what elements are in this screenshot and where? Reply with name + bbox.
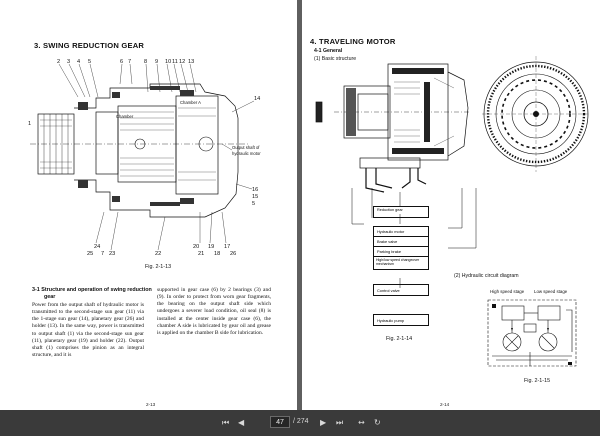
section-title-swing: 3. SWING REDUCTION GEAR (34, 41, 145, 50)
callout-number: 5 (252, 201, 255, 207)
flow-box-label: Reduction gear (377, 208, 403, 212)
callout-number: 14 (254, 96, 260, 102)
section-title-traveling: 4. TRAVELING MOTOR (310, 37, 396, 46)
flow-box-control-valve: Control valve (373, 284, 429, 296)
traveling-motor-end-view (482, 56, 590, 172)
left-page: 3. SWING REDUCTION GEAR 2 3 4 5 6 7 8 9 … (0, 0, 297, 410)
paragraph-col2: supported in gear case (6) by 2 bearings… (157, 287, 271, 336)
right-page: 4. TRAVELING MOTOR 4-1 General (1) Basic… (302, 0, 600, 410)
subsection-general: 4-1 General (314, 48, 343, 54)
flow-connectors (351, 188, 477, 288)
chamber-b-label: Chamber (116, 114, 134, 119)
callout-number: 13 (188, 59, 194, 65)
prev-page-icon[interactable]: ◀ (238, 418, 245, 427)
rotate-icon[interactable]: ↻ (374, 418, 381, 427)
first-page-icon[interactable]: ⏮ (222, 418, 230, 427)
output-shaft-note: Output shaft of (232, 145, 260, 150)
flow-box-stack: Hydraulic motor Brake valve Parking brak… (373, 226, 429, 270)
callout-number: 4 (77, 59, 80, 65)
output-shaft-note: hydraulic motor (232, 151, 261, 156)
next-page-icon[interactable]: ▶ (320, 418, 327, 427)
page-number: 2-13 (146, 402, 156, 407)
subsection-heading-line: 3-1 Structure and operation of swing red… (32, 287, 152, 293)
flow-box-parking-brake: Parking brake (374, 247, 429, 257)
callout-number: 17 (224, 244, 230, 250)
swing-reduction-gear-diagram: 2 3 4 5 6 7 8 9 10 11 12 13 1 14 16 15 5… (28, 59, 261, 257)
callout-number: 3 (67, 59, 70, 65)
callout-number: 15 (252, 194, 258, 200)
figure-label-2-1-13: Fig. 2-1-13 (145, 264, 172, 270)
callout-number: 26 (230, 251, 236, 257)
figure-label-2-1-14: Fig. 2-1-14 (386, 336, 413, 342)
basic-structure-label: (1) Basic structure (314, 56, 357, 62)
high-speed-stage-label: High speed stage (490, 289, 525, 294)
callout-number: 16 (252, 187, 258, 193)
callout-number: 19 (208, 244, 214, 250)
callout-number: 25 (87, 251, 93, 257)
flow-box-brake-valve: Brake valve (374, 237, 429, 247)
callout-number: 20 (193, 244, 199, 250)
hydraulic-circuit-diagram (487, 299, 577, 367)
callout-number: 10 (165, 59, 171, 65)
subsection-heading: 3-1 Structure and operation of swing red… (32, 287, 152, 301)
pdf-viewer-toolbar: ⏮ ◀ / 274 ▶ ⏭ ↔ ↻ (0, 410, 600, 436)
last-page-icon[interactable]: ⏭ (336, 418, 344, 427)
callout-number: 1 (28, 121, 31, 127)
callout-number: 23 (109, 251, 115, 257)
traveling-motor-section-diagram (315, 63, 470, 193)
callout-number: 2 (57, 59, 60, 65)
callout-number: 12 (179, 59, 185, 65)
callout-number: 11 (172, 59, 178, 65)
callout-number: 24 (94, 244, 100, 250)
callout-number: 6 (120, 59, 123, 65)
callout-number: 7 (128, 59, 131, 65)
chamber-a-label: Chamber A (180, 100, 201, 105)
flow-box-hydraulic-motor: Hydraulic motor (374, 227, 429, 237)
low-speed-stage-label: Low speed stage (534, 289, 568, 294)
subsection-heading-line: gear (44, 294, 56, 300)
flow-box-reduction-gear: Reduction gear (373, 206, 429, 218)
page-total-label: / 274 (293, 418, 309, 425)
fit-width-icon[interactable]: ↔ (358, 418, 365, 427)
paragraph-col1: Power from the output shaft of hydraulic… (32, 302, 144, 359)
flow-box-hydraulic-pump: Hydraulic pump (373, 314, 429, 326)
page-number: 2-14 (440, 402, 450, 407)
callout-number: 7 (101, 251, 104, 257)
hydraulic-circuit-label: (2) Hydraulic circuit diagram (454, 273, 519, 279)
page-number-input[interactable] (270, 416, 290, 428)
callout-number: 21 (198, 251, 204, 257)
flow-box-speed-changeover: High/low speed changeover mechanism (376, 258, 420, 267)
callout-number: 9 (155, 59, 158, 65)
callout-number: 22 (155, 251, 161, 257)
callout-number: 18 (214, 251, 220, 257)
callout-number: 5 (88, 59, 91, 65)
callout-number: 8 (144, 59, 147, 65)
figure-label-2-1-15: Fig. 2-1-15 (524, 378, 551, 384)
